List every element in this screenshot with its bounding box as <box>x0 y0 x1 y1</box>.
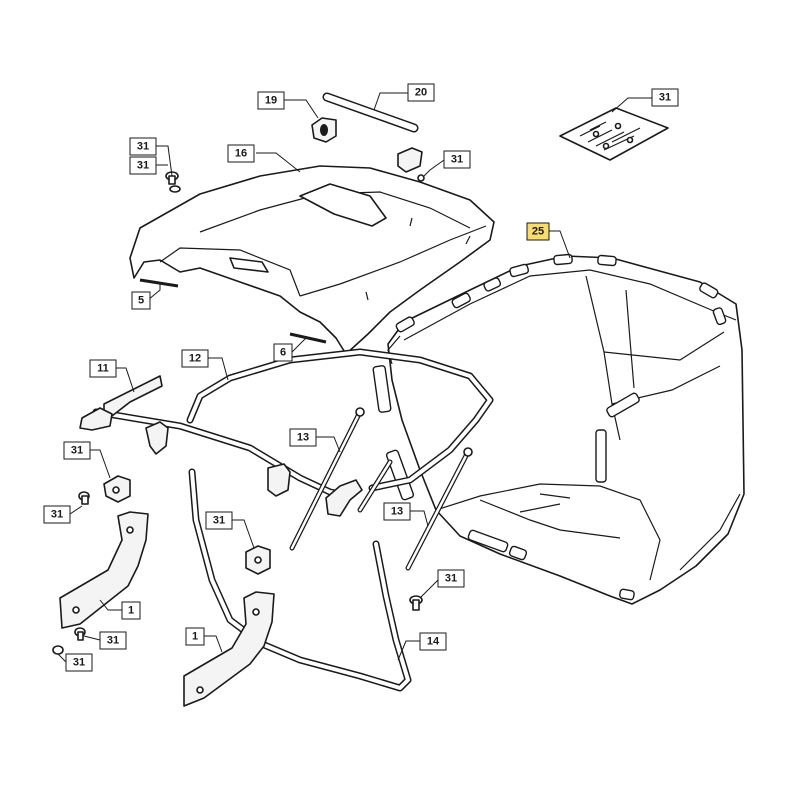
callout-13-left: 13 <box>289 428 317 447</box>
part-bolt-31-left <box>78 491 90 505</box>
callout-label: 25 <box>532 226 544 238</box>
part-side-plate-1b <box>183 591 275 707</box>
callout-label: 31 <box>445 573 457 585</box>
part-rod-20 <box>322 92 419 133</box>
callout-label: 31 <box>213 515 225 527</box>
callout-16: 16 <box>227 144 255 163</box>
callout-label: 31 <box>137 141 149 153</box>
part-lid-16 <box>129 165 495 355</box>
callout-label: 1 <box>192 631 198 643</box>
callout-12: 12 <box>181 349 209 368</box>
callout-31-bracket-mid: 31 <box>205 511 233 530</box>
callout-label: 31 <box>71 445 83 457</box>
callout-label: 1 <box>128 605 134 617</box>
callout-label: 31 <box>51 509 63 521</box>
callout-label: 6 <box>280 347 286 359</box>
callout-31-nut-low: 31 <box>65 653 93 672</box>
callout-label: 14 <box>427 636 440 648</box>
callout-31-bag: 31 <box>651 88 679 107</box>
callout-25: 25 <box>526 222 550 241</box>
callout-19: 19 <box>257 91 285 110</box>
callout-31-bolt-left: 31 <box>43 505 71 524</box>
callout-6: 6 <box>273 343 293 362</box>
callout-13-right: 13 <box>383 502 411 521</box>
callout-label: 31 <box>73 657 85 669</box>
callout-label: 31 <box>659 92 671 104</box>
part-knob <box>397 147 425 182</box>
callout-label: 31 <box>137 160 149 172</box>
part-strut-13a <box>289 407 393 551</box>
part-u-frame-14 <box>188 468 412 692</box>
callout-20: 20 <box>407 83 435 102</box>
callout-5: 5 <box>131 291 151 310</box>
callout-1-lower: 1 <box>185 627 205 646</box>
part-bracket-31-mid <box>245 545 271 575</box>
part-bracket-31-left <box>103 475 131 503</box>
callout-11: 11 <box>89 359 117 378</box>
callout-31-washer-low: 31 <box>99 631 127 650</box>
part-hook-11 <box>79 375 363 517</box>
callout-label: 16 <box>235 148 247 160</box>
callout-label: 11 <box>97 363 109 375</box>
callout-14: 14 <box>419 632 447 651</box>
part-strut-13b <box>405 447 473 571</box>
part-bolt-31-bottom <box>52 627 86 655</box>
part-clip-19 <box>311 117 337 143</box>
part-hardware-bag <box>559 107 669 161</box>
part-bolt-31-right <box>409 595 423 611</box>
callout-label: 31 <box>107 635 119 647</box>
callout-label: 5 <box>138 295 144 307</box>
callout-label: 13 <box>391 506 403 518</box>
callout-1-upper: 1 <box>121 601 141 620</box>
part-strip-6 <box>289 332 327 344</box>
callout-label: 20 <box>415 87 427 99</box>
callout-31-washer-top: 31 <box>129 156 157 175</box>
part-strip-5 <box>139 278 179 288</box>
callout-31-bracket-left: 31 <box>63 441 91 460</box>
callout-label: 13 <box>297 432 309 444</box>
callout-31-knob: 31 <box>443 150 471 169</box>
part-side-plate-1a <box>59 511 149 629</box>
callout-label: 31 <box>451 154 463 166</box>
callout-31-bolt-top: 31 <box>129 137 157 156</box>
callout-31-bolt-right: 31 <box>437 569 465 588</box>
leader-lines <box>57 92 652 663</box>
part-bolt-31-top <box>165 171 181 193</box>
part-bag-25 <box>372 253 745 605</box>
callout-label: 19 <box>265 95 277 107</box>
callout-label: 12 <box>189 353 201 365</box>
